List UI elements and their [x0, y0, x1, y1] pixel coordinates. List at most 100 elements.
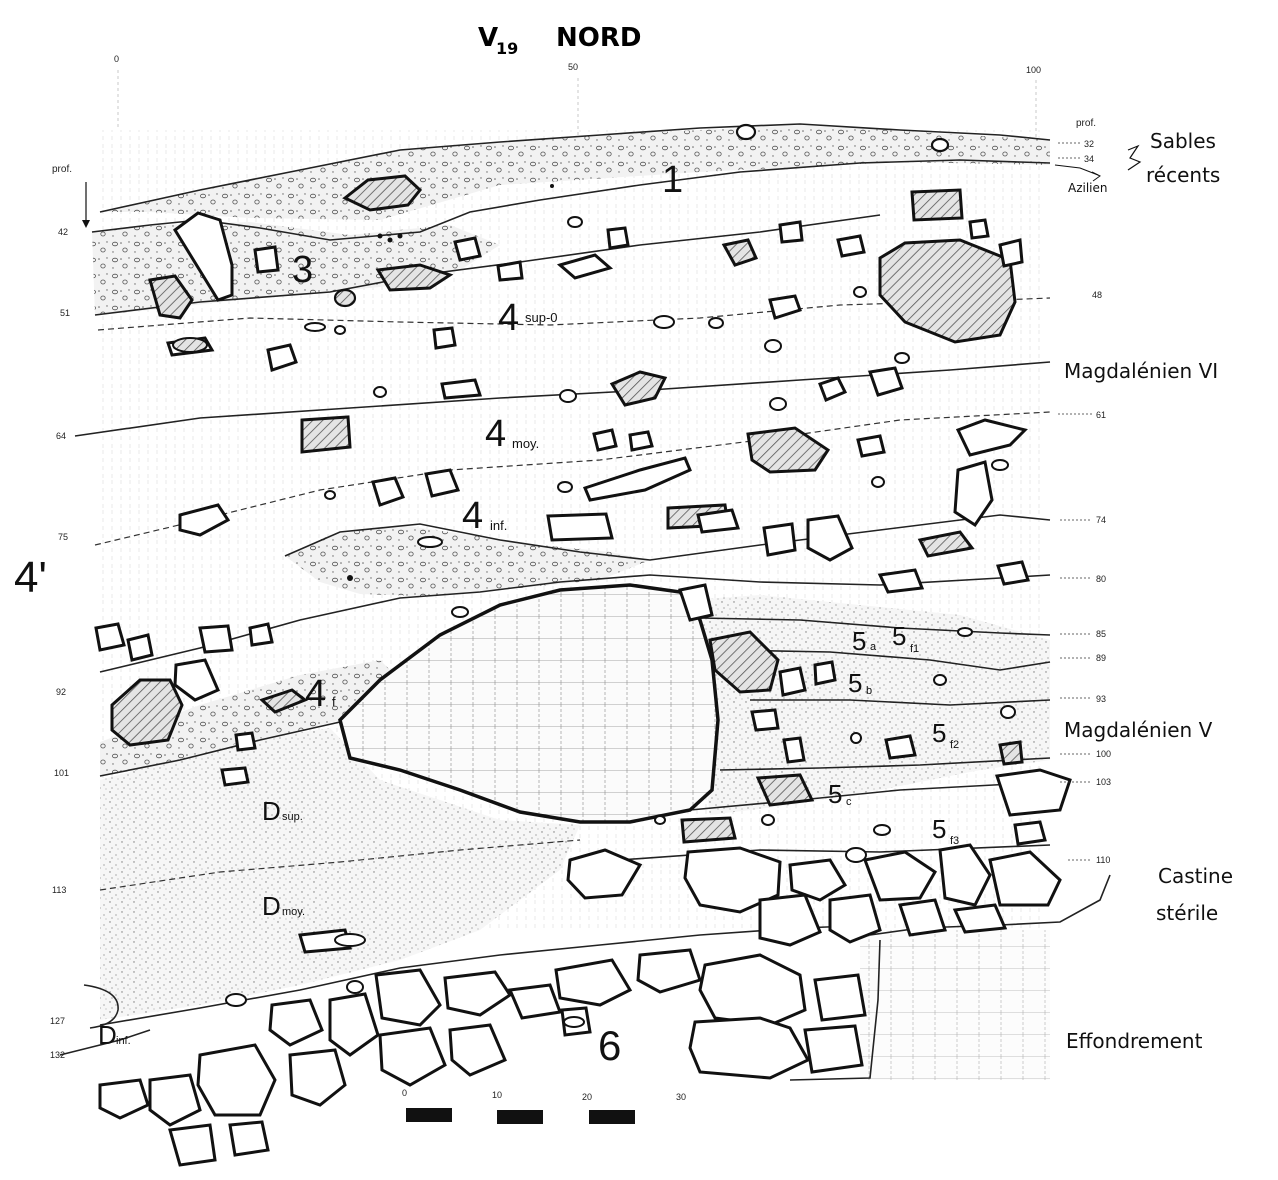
- block-w-53: [636, 948, 702, 994]
- block-w-44: [758, 893, 822, 947]
- block-w-41: [862, 850, 938, 902]
- layer-4prime-fill: [285, 525, 650, 596]
- layer-1-fill: [100, 125, 1050, 220]
- block-w-35: [220, 766, 250, 787]
- block-w-27: [173, 658, 220, 702]
- pebble-19: [417, 536, 443, 548]
- pebble-14: [373, 386, 387, 398]
- block-h-8: [746, 426, 831, 474]
- pebble-32: [346, 980, 364, 994]
- depth-right-103: 103: [1096, 777, 1111, 787]
- depth-right-32: 32: [1084, 139, 1094, 149]
- block-w-42: [938, 843, 992, 907]
- layer-label-4f-sub: f: [332, 694, 336, 709]
- block-w-40: [788, 858, 848, 902]
- block-w-57: [328, 992, 380, 1057]
- block-w-2: [253, 245, 280, 274]
- boundary-5f1-base: [729, 649, 1051, 671]
- block-w-51: [803, 1024, 864, 1074]
- block-w-56: [507, 983, 563, 1020]
- block-w-23: [94, 622, 126, 652]
- block-w-9: [818, 376, 848, 402]
- block-h-15: [721, 238, 759, 267]
- boundary-left-arc: [83, 984, 119, 1029]
- charcoal-dots: [347, 184, 554, 581]
- block-w-36: [995, 768, 1072, 817]
- boundary-dsup-base: [99, 839, 581, 891]
- block-w-18: [806, 514, 854, 562]
- block-w-54: [374, 968, 442, 1027]
- pebble-15: [769, 397, 787, 411]
- bottom-scale-10: 10: [492, 1090, 502, 1100]
- depth-right-48: 48: [1092, 290, 1102, 300]
- block-w-31: [750, 708, 780, 732]
- pebble-1: [735, 123, 757, 141]
- small-pebbles: [172, 123, 1016, 1028]
- layer-label-4f-main: 4: [305, 673, 326, 715]
- block-w-10: [867, 366, 904, 397]
- block-w-47: [952, 903, 1008, 934]
- pebble-25: [850, 732, 862, 744]
- layer-label-4inf-main: 4: [462, 495, 483, 537]
- scale-segment-1: [406, 1108, 452, 1122]
- block-w-25: [198, 624, 234, 654]
- depth-left-101: 101: [54, 768, 69, 778]
- block-w-29: [778, 666, 807, 697]
- boundary-d-inf-edge: [59, 1029, 151, 1056]
- block-w-8: [440, 378, 483, 400]
- block-w-64: [98, 1078, 150, 1120]
- pebble-29: [761, 814, 775, 826]
- pebble-10: [853, 286, 867, 298]
- block-w-70: [496, 260, 524, 282]
- block-h-17: [917, 530, 975, 558]
- boundary-4inf-top: [94, 411, 1051, 546]
- block-w-38: [566, 848, 643, 900]
- pebble-3: [567, 216, 583, 228]
- limestone-block: [338, 583, 720, 824]
- culture-azilien: Azilien: [1068, 181, 1108, 195]
- block-w-20: [696, 508, 741, 534]
- pebble-6: [334, 325, 346, 335]
- depth-left-92: 92: [56, 687, 66, 697]
- block-w-63: [148, 1073, 202, 1127]
- layer-label-5a-main: 5: [852, 626, 866, 656]
- layer-label-5a-sub: a: [870, 641, 877, 653]
- block-w-26: [248, 622, 274, 647]
- block-w-68: [298, 928, 352, 954]
- layer-label-6: 6: [598, 1022, 621, 1069]
- block-w-30: [813, 660, 837, 686]
- block-w-32: [884, 734, 917, 760]
- pebble-33: [225, 993, 247, 1007]
- layer-label-dmoy-main: D: [262, 891, 281, 921]
- depth-right-100: 100: [1096, 749, 1111, 759]
- block-h-7: [300, 415, 352, 454]
- top-scale-50: 50: [568, 62, 578, 72]
- block-w-19: [762, 522, 797, 557]
- block-w-52: [554, 958, 633, 1007]
- depth-right-85: 85: [1096, 629, 1106, 639]
- depth-left-132: 132: [50, 1050, 65, 1060]
- depth-right-80: 80: [1096, 574, 1106, 584]
- block-w-66: [228, 1120, 270, 1157]
- scale-segment-3: [589, 1110, 635, 1124]
- pebble-22: [957, 627, 973, 637]
- layer-label-dinf-main: D: [98, 1020, 117, 1050]
- culture-sables-2: récents: [1146, 163, 1220, 187]
- depth-left-64: 64: [56, 431, 66, 441]
- prof-label-left: prof.: [52, 164, 72, 175]
- block-h-14: [998, 740, 1024, 766]
- pebble-28: [873, 824, 891, 836]
- layer-label-dsup-sub: sup.: [282, 811, 303, 823]
- block-w-37: [1013, 820, 1047, 846]
- layer-label-4moy-main: 4: [485, 413, 506, 455]
- layer-label-4inf-sub: inf.: [490, 518, 507, 533]
- pebble-31: [334, 933, 366, 947]
- block-w-62: [288, 1048, 347, 1107]
- block-w-4: [768, 294, 802, 320]
- block-w-61: [196, 1043, 277, 1117]
- pebble-12: [894, 352, 910, 364]
- depth-left-127: 127: [50, 1016, 65, 1026]
- layer-label-5c-main: 5: [828, 779, 842, 809]
- pebble-18: [324, 490, 336, 500]
